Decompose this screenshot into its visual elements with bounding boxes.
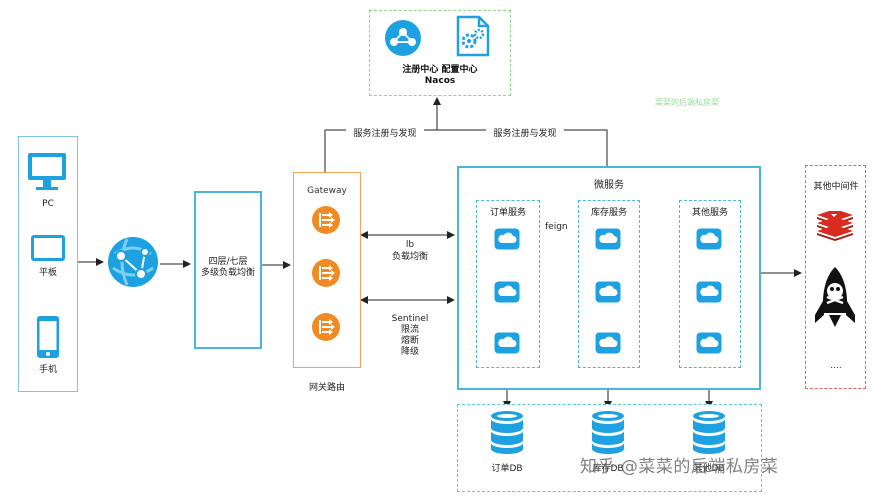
sentinel-label: Sentinel	[391, 314, 429, 324]
lb-label: lb	[405, 240, 415, 250]
load-balancer-label-1: 四层/七层	[208, 257, 248, 267]
gateway-node-icon	[312, 206, 340, 234]
network-globe-icon	[108, 237, 158, 287]
circuit-break-label: 熔断	[400, 336, 419, 346]
redis-icon	[817, 211, 853, 241]
pc-icon	[28, 153, 66, 190]
lb-desc-label: 负载均衡	[391, 252, 428, 262]
registration-label-left: 服务注册与发现	[346, 129, 424, 140]
service-instance-icon	[595, 228, 621, 250]
middleware-more: ....	[830, 361, 842, 371]
tablet-label: 平板	[38, 268, 57, 278]
feign-label: feign	[545, 222, 568, 232]
service-instance-icon	[494, 228, 520, 250]
order-db-label: 订单DB	[491, 464, 523, 474]
degrade-label: 降级	[400, 347, 419, 357]
inventory-service-label: 库存服务	[590, 208, 627, 218]
service-instance-icon	[696, 332, 722, 354]
database-icon	[491, 411, 523, 454]
phone-icon	[37, 316, 59, 358]
other-db-label: 其他DB	[693, 464, 725, 474]
phone-label: 手机	[38, 365, 57, 375]
database-icon	[592, 411, 624, 454]
registry-label-1: 注册中心 配置中心	[402, 65, 478, 75]
load-balancer-label-2: 多级负载均衡	[200, 268, 255, 278]
gateway-caption: 网关路由	[308, 383, 345, 393]
service-instance-icon	[494, 332, 520, 354]
pc-label: PC	[42, 199, 54, 209]
other-service-label: 其他服务	[691, 208, 728, 218]
gateway-title: Gateway	[307, 186, 347, 196]
config-file-gear-icon	[456, 15, 490, 57]
middleware-title: 其他中间件	[813, 182, 859, 192]
database-icon	[693, 411, 725, 454]
registration-label-right: 服务注册与发现	[486, 129, 564, 140]
faint-watermark: 菜菜的后端私房菜	[655, 98, 719, 107]
gateway-node-icon	[312, 259, 340, 287]
rocketmq-icon	[815, 267, 855, 327]
registry-label-2: Nacos	[424, 76, 456, 86]
registry-network-icon	[385, 20, 421, 56]
rate-limit-label: 限流	[400, 325, 419, 335]
order-service-label: 订单服务	[489, 208, 526, 218]
watermark: 知乎 @菜菜的后端私房菜	[580, 457, 779, 477]
service-instance-icon	[696, 281, 722, 303]
service-instance-icon	[494, 281, 520, 303]
service-instance-icon	[595, 281, 621, 303]
service-instance-icon	[696, 228, 722, 250]
tablet-icon	[31, 235, 65, 261]
microservices-title: 微服务	[594, 180, 624, 191]
inventory-db-label: 库存DB	[592, 464, 624, 474]
service-instance-icon	[595, 332, 621, 354]
load-balancer-box	[194, 191, 262, 349]
gateway-node-icon	[312, 313, 340, 341]
